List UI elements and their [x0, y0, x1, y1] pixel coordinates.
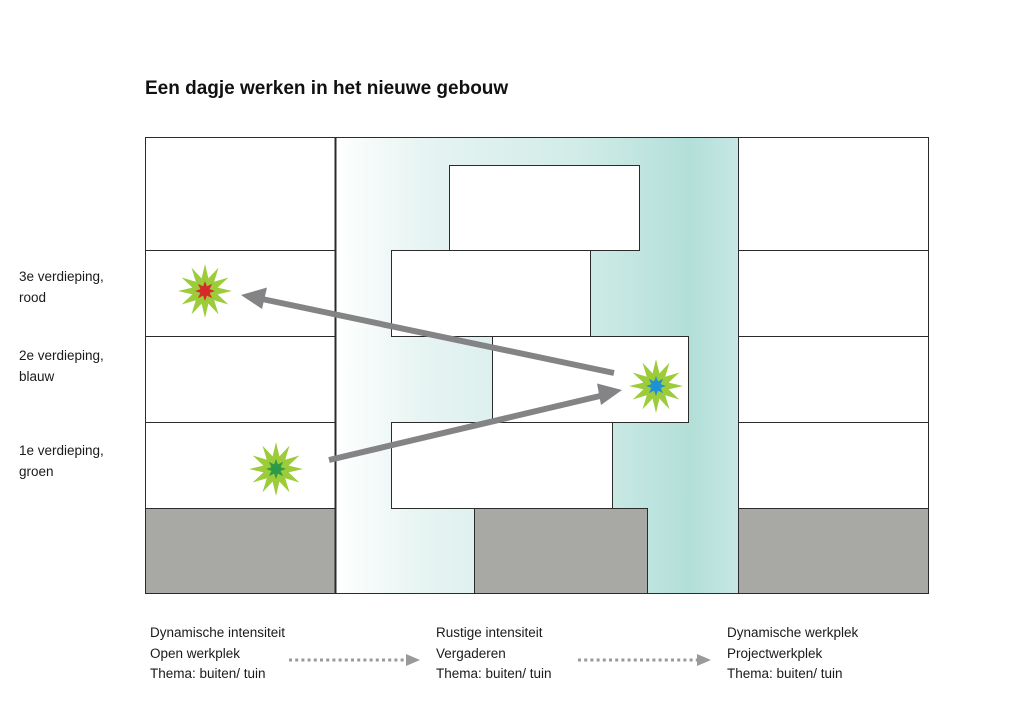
floor-label-1-line1: 1e verdieping,: [19, 443, 104, 458]
arrow-1-to-2-shaft: [328, 393, 601, 463]
floor-label-2: 2e verdieping, blauw: [19, 345, 104, 387]
floor-label-2-line2: blauw: [19, 369, 55, 384]
marker-floor-2-inner-burst: [646, 376, 666, 396]
floor-label-3: 3e verdieping, rood: [19, 266, 104, 308]
zone-middle: Rustige intensiteit Vergaderen Thema: bu…: [436, 623, 552, 685]
right-wing-floor-1: [738, 422, 929, 509]
zone-right-line1: Dynamische werkplek: [727, 625, 859, 640]
central-block-top: [449, 165, 640, 251]
zone-middle-line3: Thema: buiten/ tuin: [436, 666, 552, 681]
zone-middle-line2: Vergaderen: [436, 645, 506, 661]
zone-left-line3: Thema: buiten/ tuin: [150, 666, 266, 681]
arrow-2-to-3-head: [241, 287, 267, 309]
arrow-2-to-3-shaft: [261, 296, 615, 376]
right-wing: [738, 137, 929, 594]
zone-left-line2: Open werkplek: [150, 645, 241, 661]
zone-middle-line1: Rustige intensiteit: [436, 625, 543, 640]
marker-floor-3-inner-burst: [195, 281, 215, 301]
marker-floor-2: [629, 359, 683, 413]
right-wing-ground: [738, 508, 929, 594]
zone-left: Dynamische intensiteit Open werkplek The…: [150, 623, 285, 685]
marker-floor-1: [249, 442, 303, 496]
left-wing: [145, 137, 336, 594]
left-wing-ground: [145, 508, 336, 594]
floor-label-2-line1: 2e verdieping,: [19, 348, 104, 363]
central-block-3: [391, 250, 591, 337]
marker-floor-3: [178, 264, 232, 318]
right-wing-floor-3: [738, 250, 929, 337]
marker-floor-1-inner-burst: [266, 459, 286, 479]
left-wing-floor-1: [145, 422, 336, 509]
dotted-arrow-2-head: [697, 654, 711, 666]
central-ground-block: [474, 508, 648, 594]
zone-right-line2: Projectwerkplek: [727, 645, 823, 661]
zone-right: Dynamische werkplek Projectwerkplek Them…: [727, 623, 858, 685]
right-wing-floor-2: [738, 336, 929, 423]
zone-right-line3: Thema: buiten/ tuin: [727, 666, 843, 681]
page-title: Een dagje werken in het nieuwe gebouw: [145, 78, 509, 99]
floor-markers: [178, 264, 683, 496]
zone-flow-arrows: [289, 654, 711, 666]
floor-label-3-line1: 3e verdieping,: [19, 269, 104, 284]
right-wing-floor-4: [738, 137, 929, 251]
zone-left-line1: Dynamische intensiteit: [150, 625, 286, 640]
floor-label-1: 1e verdieping, groen: [19, 440, 104, 482]
left-wing-floor-4: [145, 137, 336, 251]
floor-label-1-line2: groen: [19, 464, 54, 479]
dotted-arrow-1-head: [406, 654, 420, 666]
left-wing-floor-3: [145, 250, 336, 337]
floor-label-3-line2: rood: [19, 290, 47, 305]
arrow-1-to-2-head: [597, 383, 622, 405]
left-wing-floor-2: [145, 336, 336, 423]
route-arrows: [241, 287, 622, 463]
